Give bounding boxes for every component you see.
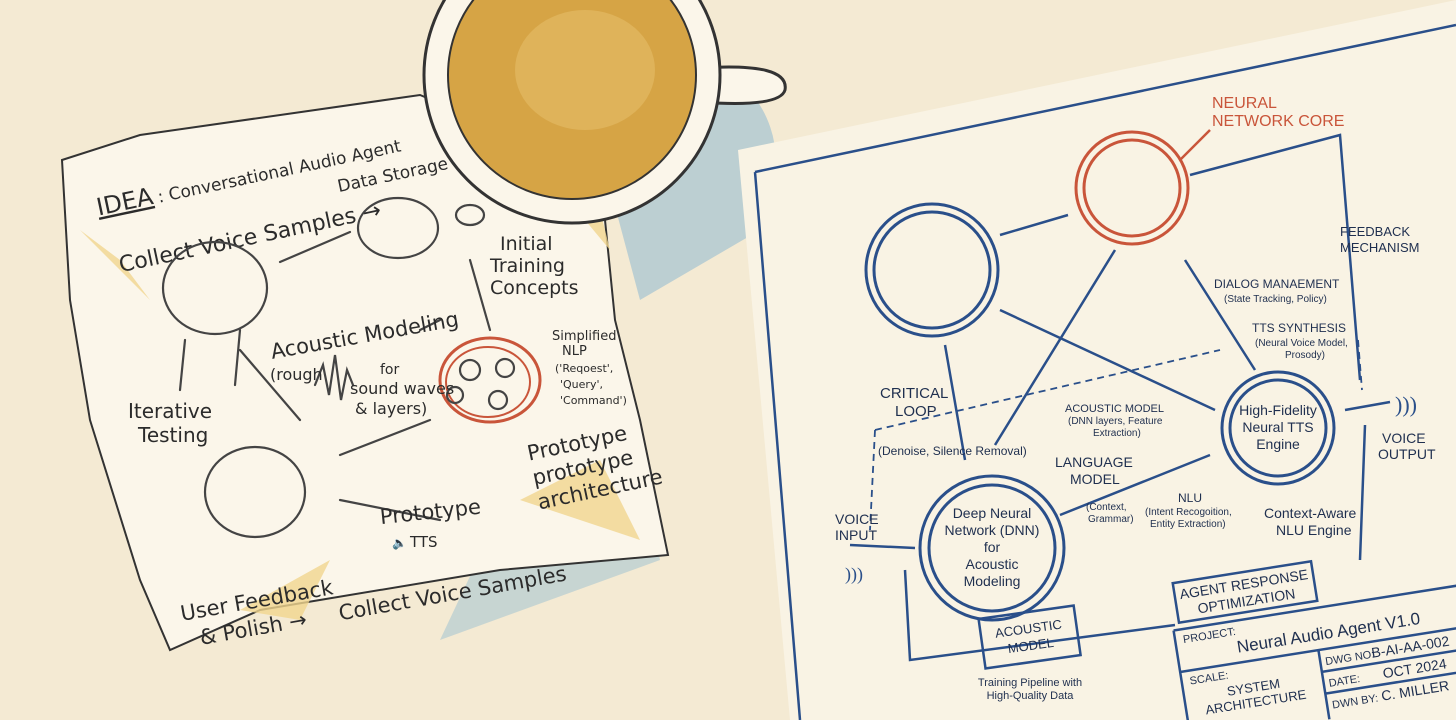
acoustic-model-sub1: (DNN layers, Feature (1068, 416, 1163, 427)
napkin-for: for (380, 362, 399, 378)
speaker-icon: 🔈 (392, 536, 407, 550)
input-node (864, 202, 1000, 338)
feedback-label-2: MECHANISM (1340, 240, 1419, 255)
napkin-sound-waves: sound waves (350, 379, 454, 398)
dialog-sub: (State Tracking, Policy) (1224, 294, 1327, 305)
acoustic-model-box (977, 604, 1083, 670)
napkin-tts: TTS (409, 533, 438, 551)
napkin-query: 'Query', (560, 378, 603, 391)
voice-output-1: VOICE (1382, 430, 1426, 446)
cloud-icon (356, 196, 440, 260)
napkin-concepts: Concepts (490, 277, 578, 299)
nlp-network-sketch (438, 336, 542, 424)
napkin-simplified: Simplified (552, 329, 616, 344)
nlu-sub2: Entity Extraction) (1150, 519, 1226, 530)
dnn-1: Deep Neural (953, 505, 1032, 521)
tts-engine-2: Neural TTS (1242, 419, 1313, 435)
nlu-sub1: (Intent Recogoition, (1145, 507, 1232, 518)
dnn-5: Modeling (964, 573, 1021, 589)
neural-core-node (1074, 130, 1190, 246)
nlu-label: NLU (1178, 491, 1202, 505)
database-icon (454, 203, 486, 227)
napkin-initial: Initial (500, 233, 553, 255)
tts-engine-3: Engine (1256, 436, 1300, 452)
dnn-node (918, 474, 1066, 622)
coffee-cup (422, 0, 787, 225)
acoustic-model-sub2: Extraction) (1093, 428, 1141, 439)
voice-input-2: INPUT (835, 527, 877, 543)
critical-loop-2: LOOP (895, 403, 937, 420)
tts-synthesis-sub2: Prosody) (1285, 350, 1325, 361)
neural-core-label-1: NEURAL (1212, 95, 1277, 112)
training-pipeline-1: Training Pipeline with (978, 677, 1082, 689)
tts-engine-1: High-Fidelity (1239, 402, 1317, 418)
acoustic-model-label: ACOUSTIC MODEL (1065, 403, 1164, 415)
napkin-testing: Testing (137, 423, 208, 447)
speaker-output-icon: ))) (1395, 392, 1417, 417)
dnn-3: for (984, 539, 1001, 555)
neural-core-label-2: NETWORK CORE (1212, 113, 1344, 130)
tts-synthesis-sub1: (Neural Voice Model, (1255, 338, 1348, 349)
feedback-label-1: FEEDBACK (1340, 224, 1410, 239)
voice-input-1: VOICE (835, 511, 879, 527)
speaker-input-icon: ))) (845, 564, 863, 585)
napkin-sketch: IDEA : Conversational Audio Agent Collec… (60, 93, 670, 652)
dnn-2: Network (DNN) (945, 522, 1040, 538)
language-model-sub1: (Context, (1086, 502, 1127, 513)
napkin-command: 'Command') (560, 394, 627, 407)
language-model-sub2: Grammar) (1088, 514, 1134, 525)
dialog-label: DIALOG MANAEMENT (1214, 277, 1340, 291)
napkin-circle-2 (203, 445, 307, 539)
sound-wave-sketch (313, 354, 355, 401)
tts-engine-node (1220, 370, 1336, 486)
acoustic-model-box-2: MODEL (1007, 635, 1055, 656)
napkin-circle-1 (161, 240, 269, 336)
blueprint-arrows (849, 129, 1391, 662)
napkin-nlp: NLP (562, 344, 587, 359)
napkin-request: ('Reqoest', (555, 362, 613, 375)
nlu-engine-2: NLU Engine (1276, 522, 1352, 538)
voice-output-2: OUTPUT (1378, 446, 1436, 462)
language-model-1: LANGUAGE (1055, 454, 1133, 470)
napkin-iterative: Iterative (128, 399, 212, 423)
blueprint-sheet: ))) ))) NEURAL NETWORK CORE FEEDBACK MEC… (738, 0, 1456, 720)
training-pipeline-2: High-Quality Data (987, 690, 1075, 702)
napkin-layers: & layers) (355, 399, 427, 418)
napkin-arrows (178, 230, 492, 522)
napkin-training: Training (489, 255, 565, 277)
date-label: DATE: (1328, 673, 1361, 690)
napkin-rough: (rough (270, 365, 323, 384)
tts-synthesis-label: TTS SYNTHESIS (1252, 321, 1346, 335)
critical-loop-1: CRITICAL (880, 385, 948, 402)
denoise-label: (Denoise, Silence Removal) (878, 444, 1027, 458)
dnn-4: Acoustic (966, 556, 1019, 572)
language-model-2: MODEL (1070, 471, 1120, 487)
nlu-engine-1: Context-Aware (1264, 505, 1357, 521)
